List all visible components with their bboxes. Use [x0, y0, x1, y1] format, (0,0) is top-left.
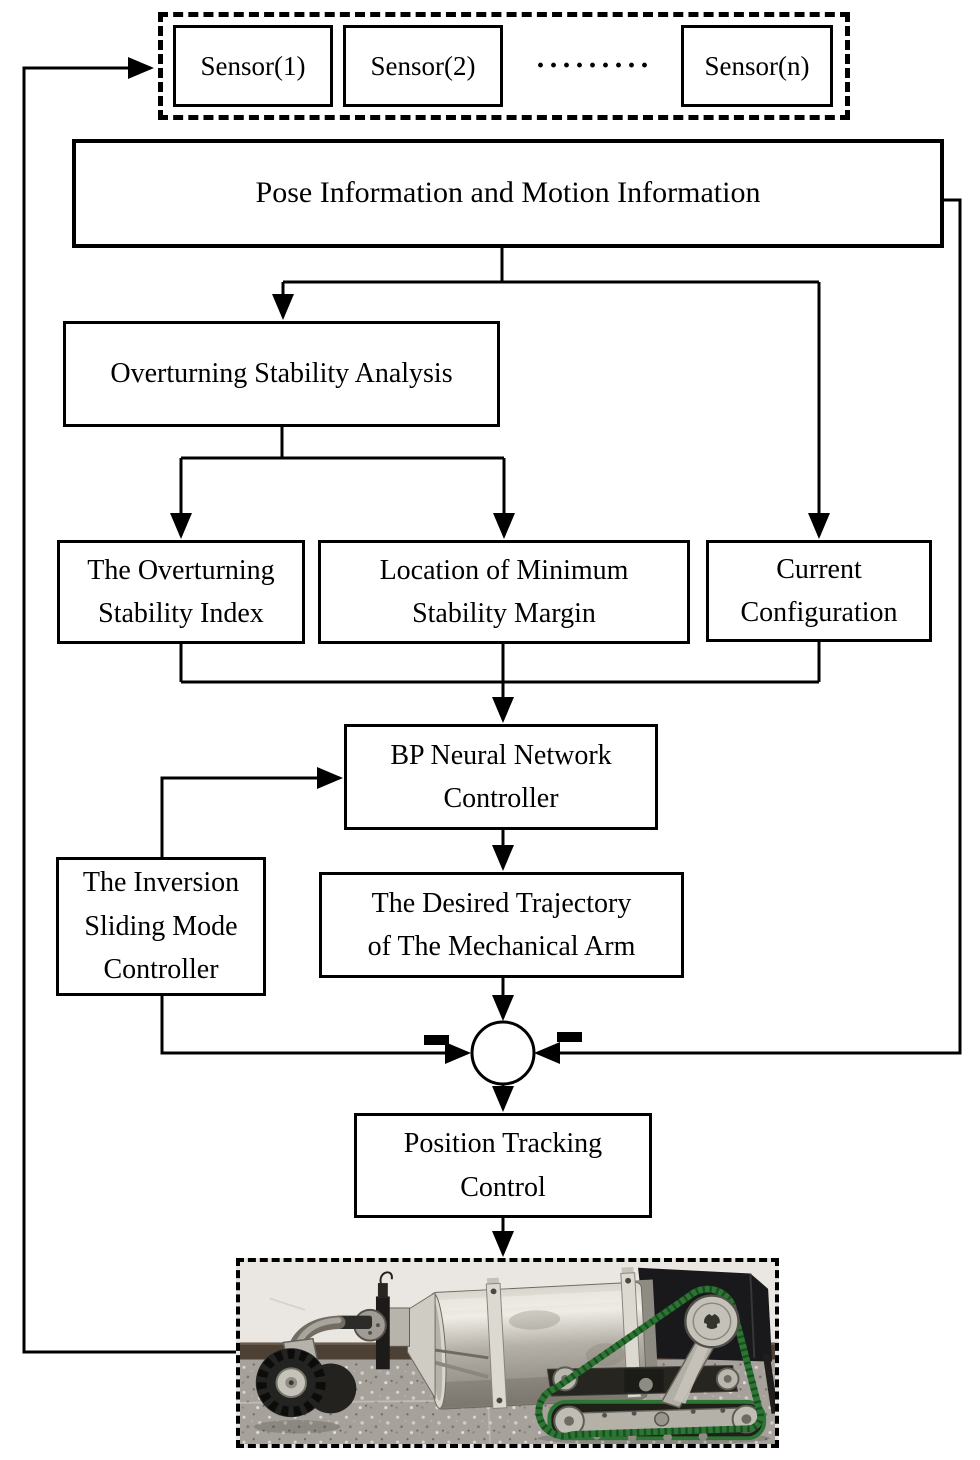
feedback-line-robot-to-sensors: [22, 57, 236, 1354]
node-current-configuration: Current Configuration: [706, 540, 932, 642]
sensor-2-box: Sensor(2): [343, 25, 503, 107]
sensor-group-box: Sensor(1) Sensor(2) ········· Sensor(n): [158, 12, 850, 120]
summing-junction: [470, 1020, 536, 1086]
node-bp-neural-network-controller-label: BP Neural Network Controller: [390, 739, 612, 814]
sensor-2-label: Sensor(2): [370, 50, 476, 81]
node-overturning-stability-index: The Overturning Stability Index: [57, 540, 305, 644]
robot-front-assembly: [334, 1271, 489, 1400]
robot-wheel: [255, 1337, 357, 1418]
sensor-ellipsis: ·········: [515, 25, 673, 107]
robot-photo: [236, 1258, 779, 1448]
node-inversion-sliding-mode-controller: The Inversion Sliding Mode Controller: [56, 857, 266, 996]
node-location-minimum-stability-margin-label: Location of Minimum Stability Margin: [379, 554, 629, 629]
node-bp-neural-network-controller: BP Neural Network Controller: [344, 724, 658, 830]
node-inversion-sliding-mode-controller-label: The Inversion Sliding Mode Controller: [82, 867, 240, 986]
robot-big-pulley: [684, 1294, 740, 1349]
node-pose-information-label: Pose Information and Motion Information: [255, 176, 761, 210]
sensor-ellipsis-dots: ·········: [535, 49, 653, 82]
node-current-configuration-label: Current Configuration: [740, 553, 898, 628]
node-desired-trajectory: The Desired Trajectory of The Mechanical…: [319, 872, 684, 978]
sensor-1-label: Sensor(1): [200, 50, 306, 81]
wall-scuff: [269, 1297, 306, 1311]
sensor-n-label: Sensor(n): [704, 50, 810, 81]
minus-sign-left: [424, 1035, 449, 1045]
wheel-shadow: [253, 1420, 341, 1434]
sensor-n-box: Sensor(n): [681, 25, 833, 107]
node-position-tracking-control-label: Position Tracking Control: [403, 1128, 603, 1203]
node-location-minimum-stability-margin: Location of Minimum Stability Margin: [318, 540, 690, 644]
robot-photo-illustration: [240, 1262, 775, 1444]
robot-clamp-band: [485, 1277, 508, 1409]
node-overturning-stability-index-label: The Overturning Stability Index: [87, 554, 275, 629]
arrow-ismc-to-sum: [160, 996, 471, 1064]
robot-belt: [535, 1285, 765, 1440]
arrow-ismc-to-bp: [160, 767, 343, 857]
cylinder-stain: [508, 1310, 561, 1330]
node-desired-trajectory-label: The Desired Trajectory of The Mechanical…: [367, 887, 636, 962]
node-overturning-stability-analysis-label: Overturning Stability Analysis: [110, 358, 453, 390]
node-position-tracking-control: Position Tracking Control: [354, 1113, 652, 1218]
node-overturning-stability-analysis: Overturning Stability Analysis: [63, 321, 500, 427]
sensor-1-box: Sensor(1): [173, 25, 333, 107]
node-pose-information: Pose Information and Motion Information: [72, 139, 944, 248]
minus-sign-right: [557, 1032, 582, 1042]
line-pose-to-sum-right: [534, 198, 962, 1064]
